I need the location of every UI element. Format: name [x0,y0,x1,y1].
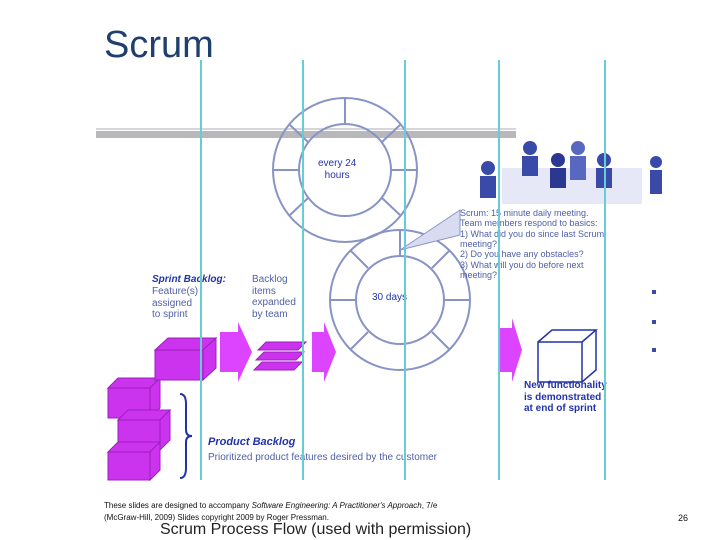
sprint-cycle-icon [329,229,471,371]
footer-line-2: (McGraw-Hill, 2009) Slides copyright 200… [104,513,329,522]
slide-title: Scrum [104,24,214,66]
footer-prefix: These slides are designed to accompany [104,501,252,510]
backlog-bracket [179,393,193,479]
footer-suffix: , 7/e [421,501,438,510]
sprint-backlog-box [153,336,218,382]
scrum-meeting-text: Scrum: 15 minute daily meeting. Team mem… [460,208,605,281]
backlog-items-plates [252,341,308,371]
footer-line-1: These slides are designed to accompany S… [104,501,437,510]
page-number: 26 [678,513,689,523]
diagram-caption: Scrum Process Flow (used with permission… [160,521,472,538]
new-functionality-text: New functionality is demonstrated at end… [524,380,607,414]
title-divider-top [96,128,516,130]
title-divider [96,131,516,138]
product-backlog-desc: Prioritized product features desired by … [208,452,437,463]
product-backlog-label: Product Backlog [208,436,296,448]
guide-line-4 [498,60,500,480]
right-edge-fragment [652,290,656,352]
guide-line-5 [604,60,606,480]
guide-line-1 [200,60,202,480]
sprint-backlog-desc: Feature(s) assigned to sprint [152,286,199,320]
footer-book-title: Software Engineering: A Practitioner's A… [251,501,422,510]
flow-arrow-3 [500,318,522,382]
meeting-callout-pointer [399,209,461,251]
cycle-24h-label: every 24 hours [318,158,357,181]
guide-line-3 [404,60,406,480]
diagram-graphics [100,97,662,482]
sprint-backlog-label: Sprint Backlog: [152,274,226,285]
product-backlog-boxes [106,376,172,482]
backlog-items-label: Backlog items expanded by team [252,274,296,320]
flow-arrow-1 [220,322,252,382]
guide-line-2 [302,60,304,480]
daily-cycle-icon [272,97,418,243]
team-meeting-icon [480,141,662,204]
cycle-30d-label: 30 days [372,292,408,303]
increment-box-icon [537,329,599,383]
flow-arrow-2 [312,322,336,382]
scrum-process-flow-diagram: every 24 hours 30 days Sprint Backlog: F… [100,60,670,490]
